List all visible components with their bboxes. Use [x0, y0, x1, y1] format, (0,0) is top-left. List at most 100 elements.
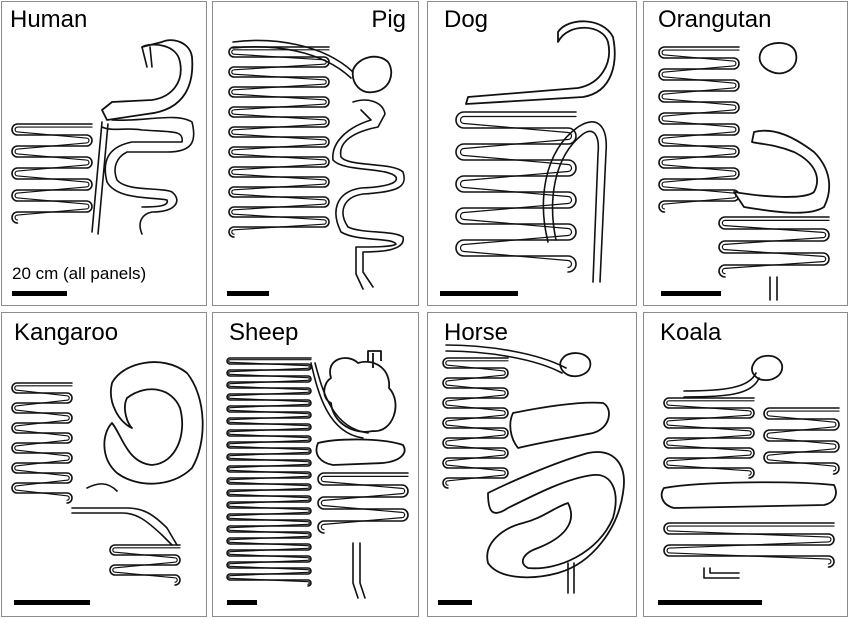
intestine-wall-inner [112, 547, 181, 583]
panel-title: Orangutan [658, 6, 772, 33]
koala-esophagus [683, 372, 760, 398]
pig-spiral-colon-inner [332, 109, 398, 290]
sheep-duodenum [310, 362, 369, 439]
dog-stomach [465, 20, 616, 105]
intestine-wall-outer [718, 216, 830, 278]
panel-dog: Dog [427, 1, 637, 306]
intestine-wall-inner [14, 385, 73, 501]
intestine-wall-outer [455, 111, 577, 273]
panel-title: Kangaroo [14, 319, 119, 346]
intestine-wall-outer [226, 357, 312, 587]
human-gut-drawing [11, 39, 195, 235]
intestine-wall-inner [661, 49, 740, 210]
dog-gut-drawing [455, 20, 616, 283]
intestine-wall-inner [459, 115, 577, 269]
human-duodenum-loop [101, 116, 195, 235]
dog-small-intestine-coils [455, 111, 577, 273]
pig-small-intestine-coils [228, 46, 330, 238]
panel-title: Horse [444, 319, 509, 346]
horse-great-colon [486, 451, 625, 579]
koala-rectum [703, 567, 740, 579]
scale-bar [658, 600, 762, 605]
intestine-wall-outer [442, 357, 509, 489]
intestine-wall-inner [766, 410, 840, 472]
panel-title: Pig [371, 6, 406, 33]
intestine-wall-outer [663, 522, 835, 568]
pig-spiral-colon [339, 99, 405, 288]
koala-small-intestine-coils [663, 397, 755, 479]
panel-title: Koala [660, 319, 722, 346]
sheep-gut-drawing [226, 350, 409, 599]
panel-kangaroo: Kangaroo [1, 312, 207, 617]
panel-human: Human 20 cm (all panels) [1, 1, 207, 306]
pig-esophagus [232, 39, 354, 79]
horse-small-intestine-coils [442, 357, 509, 489]
intestine-wall-inner [320, 475, 409, 531]
sheep-abomasum [367, 350, 382, 368]
human-esophagus [141, 46, 153, 68]
koala-lower-coils [663, 522, 835, 568]
pig-gut-drawing [228, 39, 405, 290]
scale-bar [440, 291, 518, 296]
sheep-small-intestine-coils [226, 357, 312, 587]
sheep-spiral-colon-coils [317, 472, 409, 534]
panel-title: Sheep [229, 319, 299, 346]
scale-bar [14, 600, 90, 605]
scale-bar [661, 291, 721, 296]
orangutan-stomach [758, 42, 798, 75]
intestine-wall-outer [11, 123, 93, 224]
intestine-wall-inner [666, 525, 835, 565]
kangaroo-forestomach [103, 361, 204, 485]
sheep-rumen [323, 357, 397, 433]
koala-stomach [751, 354, 784, 381]
koala-gut-drawing [660, 354, 840, 579]
scale-bar [438, 600, 472, 605]
horse-duodenum [445, 344, 567, 374]
pig-stomach [351, 55, 393, 94]
horse-caecum [509, 401, 610, 449]
kangaroo-gut-drawing [11, 361, 204, 586]
panel-orangutan: Orangutan [643, 1, 848, 306]
panel-sheep: Sheep [212, 312, 419, 617]
scale-bar [12, 291, 67, 296]
orangutan-gut-drawing [658, 42, 831, 301]
horse-small-colon [567, 562, 575, 594]
koala-right-coils [763, 407, 840, 475]
panel-title: Dog [444, 6, 489, 33]
intestine-wall-inner [666, 400, 755, 476]
panel-koala: Koala [643, 312, 848, 617]
intestine-wall-outer [763, 407, 840, 475]
intestine-wall-inner [228, 359, 312, 585]
horse-gut-drawing [442, 344, 625, 594]
orangutan-rectum [769, 276, 778, 301]
intestine-wall-outer [11, 382, 73, 504]
intestine-wall-outer [317, 472, 409, 534]
sheep-caecum [315, 438, 406, 466]
horse-stomach [559, 352, 592, 378]
intestine-wall-inner [721, 219, 830, 275]
dog-colon [542, 121, 608, 283]
koala-caecum [660, 481, 837, 509]
intestine-wall-inner [14, 126, 93, 221]
intestine-wall-outer [228, 46, 330, 238]
sheep-rectum [352, 542, 366, 599]
panel-pig: Pig [212, 1, 419, 306]
scale-bar [227, 291, 269, 296]
panel-title: Human [10, 6, 88, 33]
human-stomach [101, 39, 194, 121]
orangutan-small-intestine-coils [658, 46, 740, 213]
kangaroo-lower-coils [109, 544, 181, 586]
panel-horse: Horse [427, 312, 637, 617]
intestine-wall-outer [109, 544, 181, 586]
orangutan-colon [733, 129, 831, 214]
scale-caption: 20 cm (all panels) [12, 264, 147, 283]
human-small-intestine-coils [11, 123, 93, 224]
human-jejunum-link [91, 121, 109, 235]
intestine-wall-outer [663, 397, 755, 479]
kangaroo-colon [71, 483, 178, 546]
intestine-wall-outer [658, 46, 740, 213]
kangaroo-small-intestine-coils [11, 382, 73, 504]
intestine-wall-inner [445, 360, 509, 486]
intestine-wall-inner [231, 49, 330, 235]
orangutan-lower-coils [718, 216, 830, 278]
